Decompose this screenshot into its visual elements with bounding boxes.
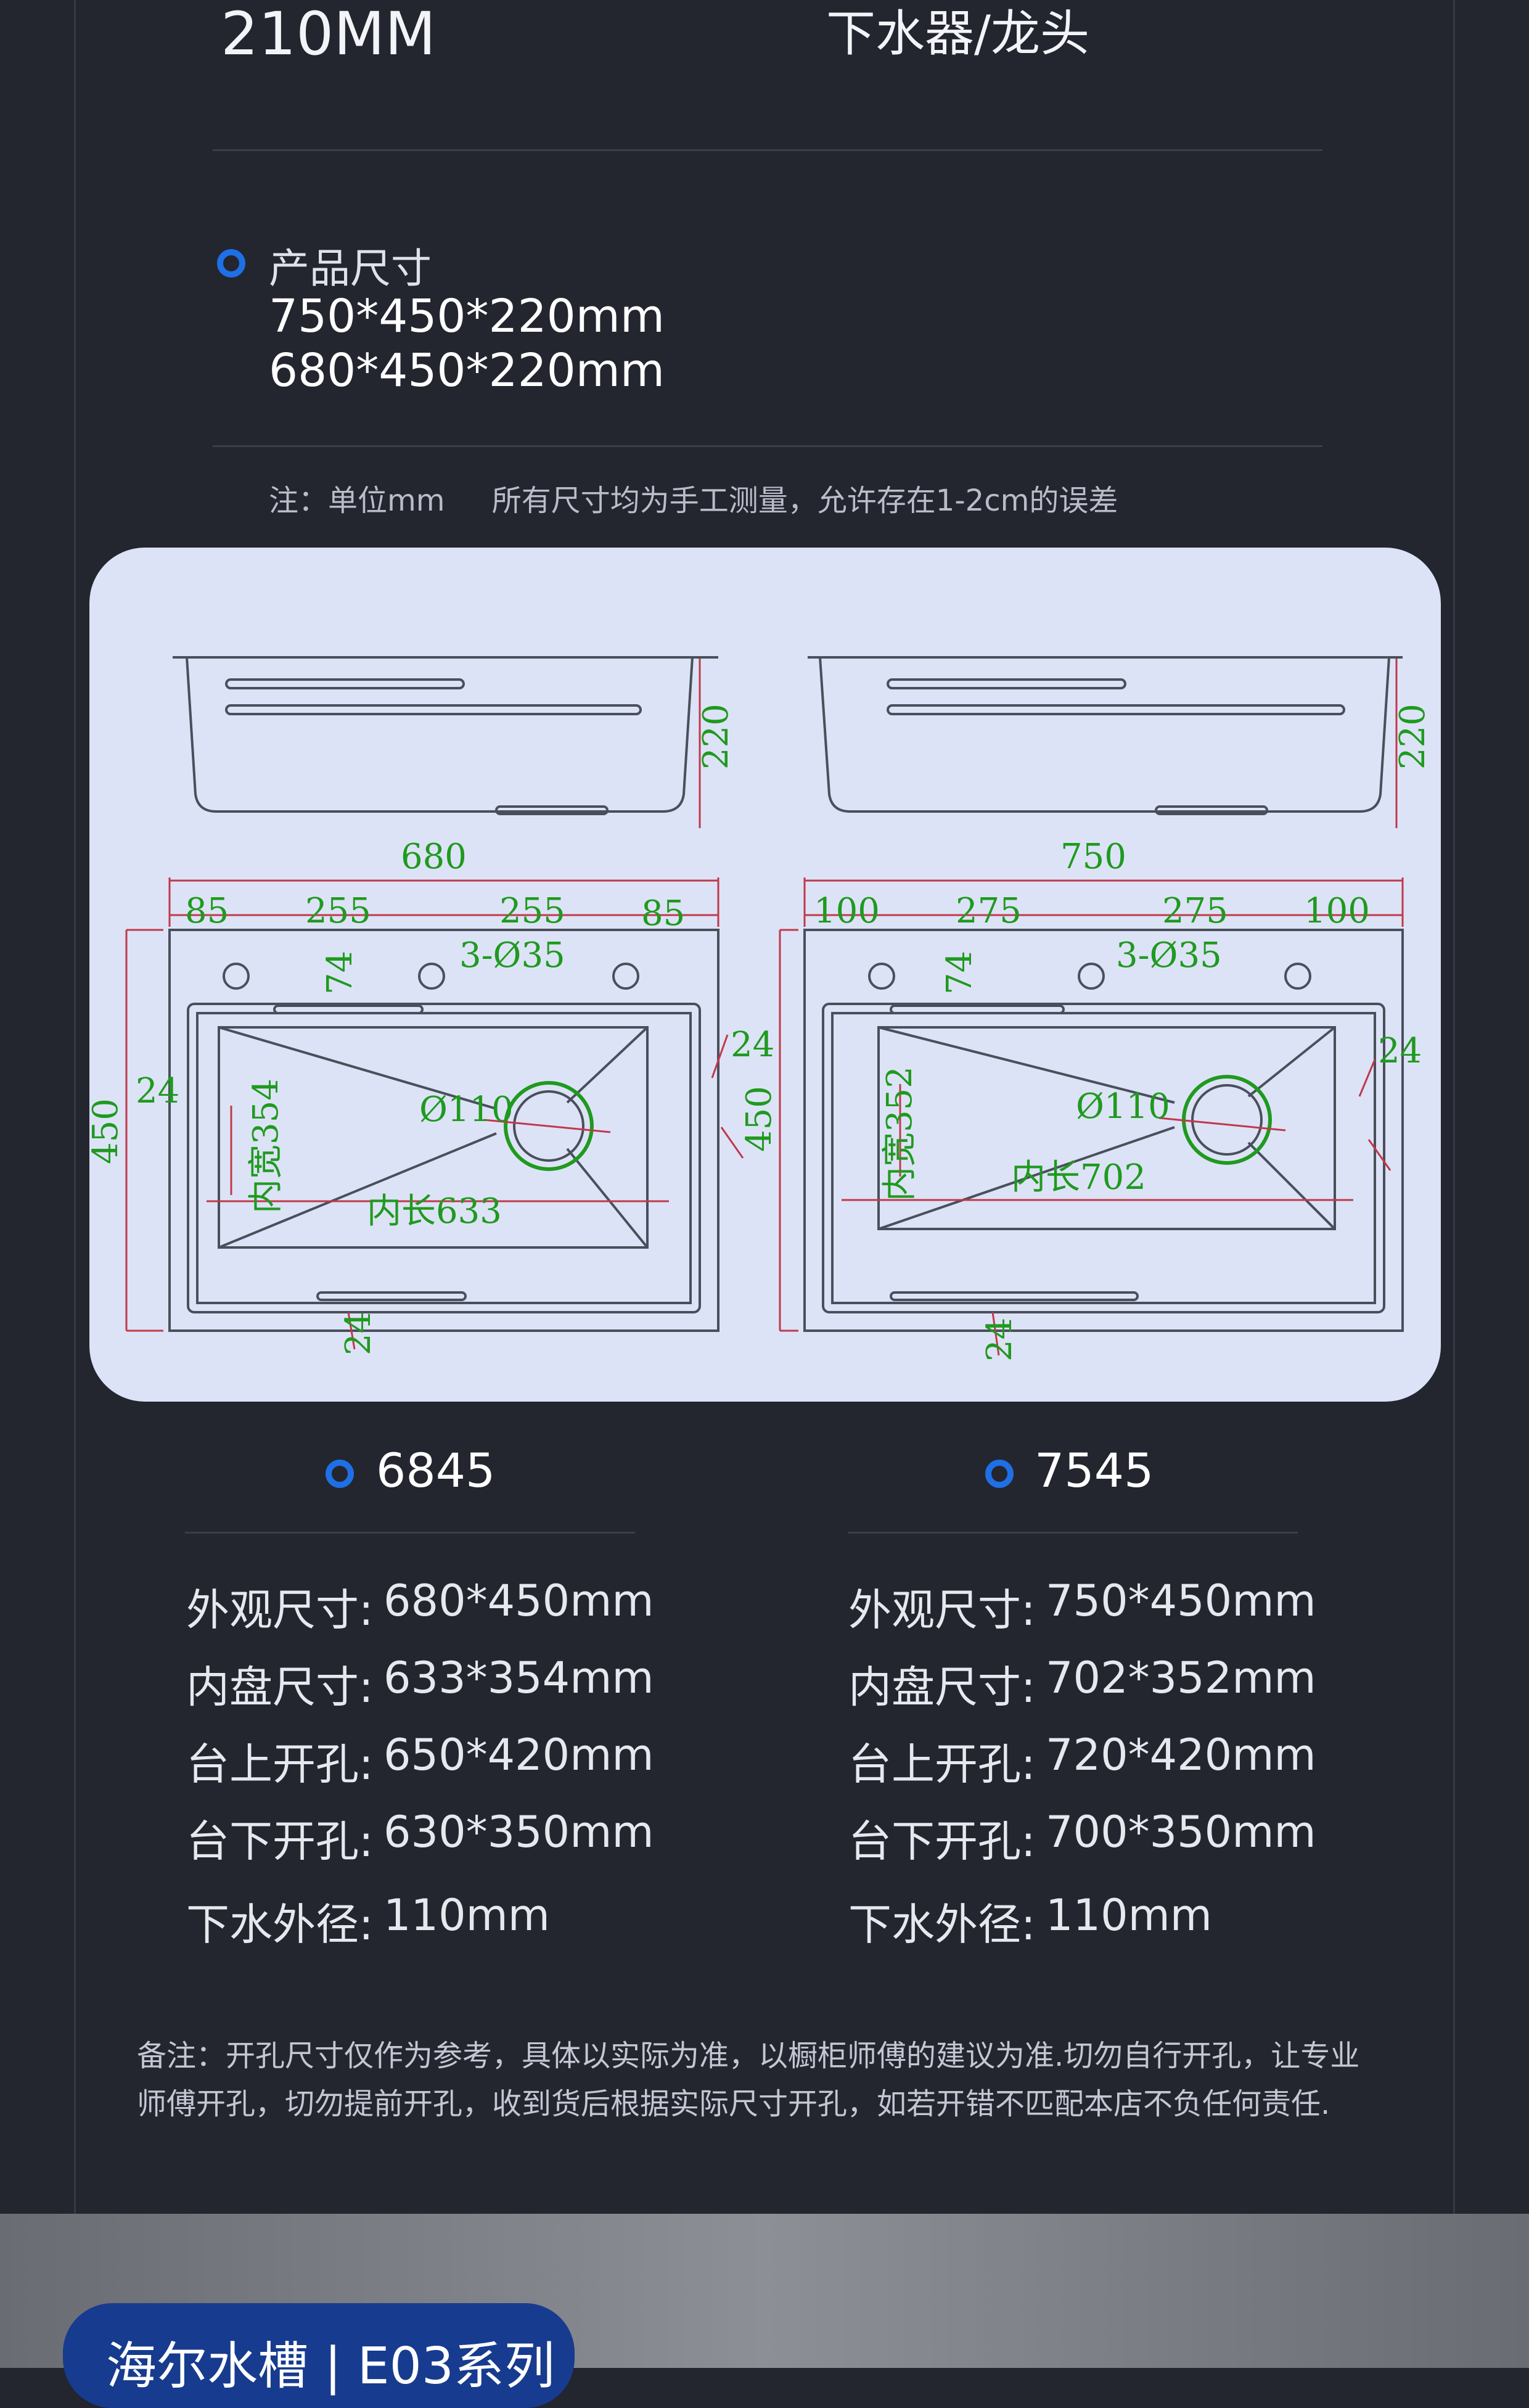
bullet-icon xyxy=(217,249,245,277)
diagram-left-total-width: 680 xyxy=(401,837,467,877)
bullet-icon xyxy=(326,1460,354,1488)
spec-value: 720*420mm xyxy=(1046,1730,1316,1780)
brand-series-label: 海尔水槽 | E03系列 xyxy=(106,2337,555,2396)
remark-line-2: 师傅开孔，切勿提前开孔，收到货后根据实际尺寸开孔，如若开错不匹配本店不负任何责任… xyxy=(137,2087,1330,2121)
diagram-right-rim-right: 24 xyxy=(1378,1031,1422,1071)
spec-value: 702*352mm xyxy=(1046,1653,1316,1703)
divider-model-left xyxy=(185,1532,635,1534)
diagram-left-height: 220 xyxy=(696,704,736,770)
spec-value: 650*420mm xyxy=(383,1730,654,1780)
remark-line-1: 备注：开孔尺寸仅作为参考，具体以实际为准，以橱柜师傅的建议为准.切勿自行开孔，让… xyxy=(137,2039,1360,2073)
diagram-right-hole-depth: 74 xyxy=(940,951,980,995)
spec-label: 内盘尺寸: xyxy=(186,1662,374,1712)
spec-label: 台下开孔: xyxy=(848,1816,1036,1867)
spec-label: 下水外径: xyxy=(186,1899,374,1950)
divider-model-right xyxy=(848,1532,1298,1534)
diagram-6845 xyxy=(168,656,719,1332)
diagram-right-hole-spec: 3-Ø35 xyxy=(1116,935,1222,976)
diagram-right-drain: Ø110 xyxy=(1076,1087,1170,1127)
diagram-right-rim-bottom: 24 xyxy=(980,1318,1020,1362)
spec-value: 680*450mm xyxy=(383,1576,654,1626)
diagram-right-outer-height: 450 xyxy=(739,1086,779,1152)
diagram-right-seg-1: 100 xyxy=(814,891,880,931)
spec-value: 633*354mm xyxy=(383,1653,654,1703)
diagram-left-seg-3: 255 xyxy=(499,891,565,931)
product-size-line-2: 680*450*220mm xyxy=(269,344,665,397)
divider-top xyxy=(213,149,1322,151)
dimension-diagram-panel: 680 85 255 255 85 3-Ø35 74 220 450 24 24… xyxy=(89,548,1441,1402)
diagram-left-drain: Ø110 xyxy=(419,1090,514,1130)
sink-dimension-drawings: 680 85 255 255 85 3-Ø35 74 220 450 24 24… xyxy=(89,656,1433,1362)
spec-label: 台下开孔: xyxy=(186,1816,374,1867)
divider-note xyxy=(213,445,1322,447)
diagram-right-height: 220 xyxy=(1393,704,1433,770)
spec-value: 700*350mm xyxy=(1046,1807,1316,1857)
diagram-right-seg-2: 275 xyxy=(956,891,1022,931)
diagram-6845-labels: 680 85 255 255 85 3-Ø35 74 220 450 24 24… xyxy=(89,704,774,1355)
measurement-note: 注：单位mm 所有尺寸均为手工测量，允许存在1-2cm的误差 xyxy=(269,483,1118,518)
bullet-icon xyxy=(985,1460,1014,1488)
spec-label: 台上开孔: xyxy=(186,1739,374,1790)
diagram-left-hole-spec: 3-Ø35 xyxy=(459,935,565,976)
diagram-right-total-width: 750 xyxy=(1060,837,1126,877)
product-size-title: 产品尺寸 xyxy=(269,245,432,292)
diagram-left-inner-length: 内长633 xyxy=(367,1191,502,1231)
diagram-6845-dimensions xyxy=(125,877,744,1350)
diagram-7545 xyxy=(803,656,1404,1332)
model-name-6845: 6845 xyxy=(376,1443,496,1498)
frame-line-right xyxy=(1453,0,1455,2214)
spec-value: 630*350mm xyxy=(383,1807,654,1857)
frame-line-left xyxy=(74,0,76,2214)
spec-value: 750*450mm xyxy=(1046,1576,1316,1626)
drain-height-value: 210MM xyxy=(221,0,436,68)
diagram-right-seg-4: 100 xyxy=(1304,891,1370,931)
diagram-left-seg-1: 85 xyxy=(185,891,229,931)
product-size-line-1: 750*450*220mm xyxy=(269,290,665,343)
diagram-left-hole-depth: 74 xyxy=(320,951,360,995)
diagram-left-inner-width: 内宽354 xyxy=(246,1079,286,1214)
diagram-left-rim-right: 24 xyxy=(731,1025,774,1065)
diagram-7545-labels: 750 100 275 275 100 3-Ø35 74 220 450 24 … xyxy=(739,704,1433,1362)
diagram-left-seg-2: 255 xyxy=(305,891,371,931)
spec-label: 外观尺寸: xyxy=(848,1585,1036,1635)
drain-faucet-label: 下水器/龙头 xyxy=(826,5,1089,62)
diagram-7545-dimensions xyxy=(779,877,1404,1356)
diagram-left-rim-bottom: 24 xyxy=(338,1312,379,1355)
spec-value: 110mm xyxy=(383,1890,550,1941)
diagram-left-seg-4: 85 xyxy=(641,894,685,934)
spec-label: 内盘尺寸: xyxy=(848,1662,1036,1712)
spec-label: 下水外径: xyxy=(848,1899,1036,1950)
diagram-right-inner-width: 内宽352 xyxy=(880,1066,920,1201)
diagram-left-rim-side: 24 xyxy=(136,1071,179,1111)
diagram-right-seg-3: 275 xyxy=(1162,891,1228,931)
spec-label: 外观尺寸: xyxy=(186,1585,374,1635)
spec-label: 台上开孔: xyxy=(848,1739,1036,1790)
model-name-7545: 7545 xyxy=(1035,1443,1154,1498)
diagram-right-inner-length: 内长702 xyxy=(1011,1157,1146,1198)
spec-value: 110mm xyxy=(1046,1890,1212,1941)
diagram-left-outer-height: 450 xyxy=(89,1098,126,1164)
